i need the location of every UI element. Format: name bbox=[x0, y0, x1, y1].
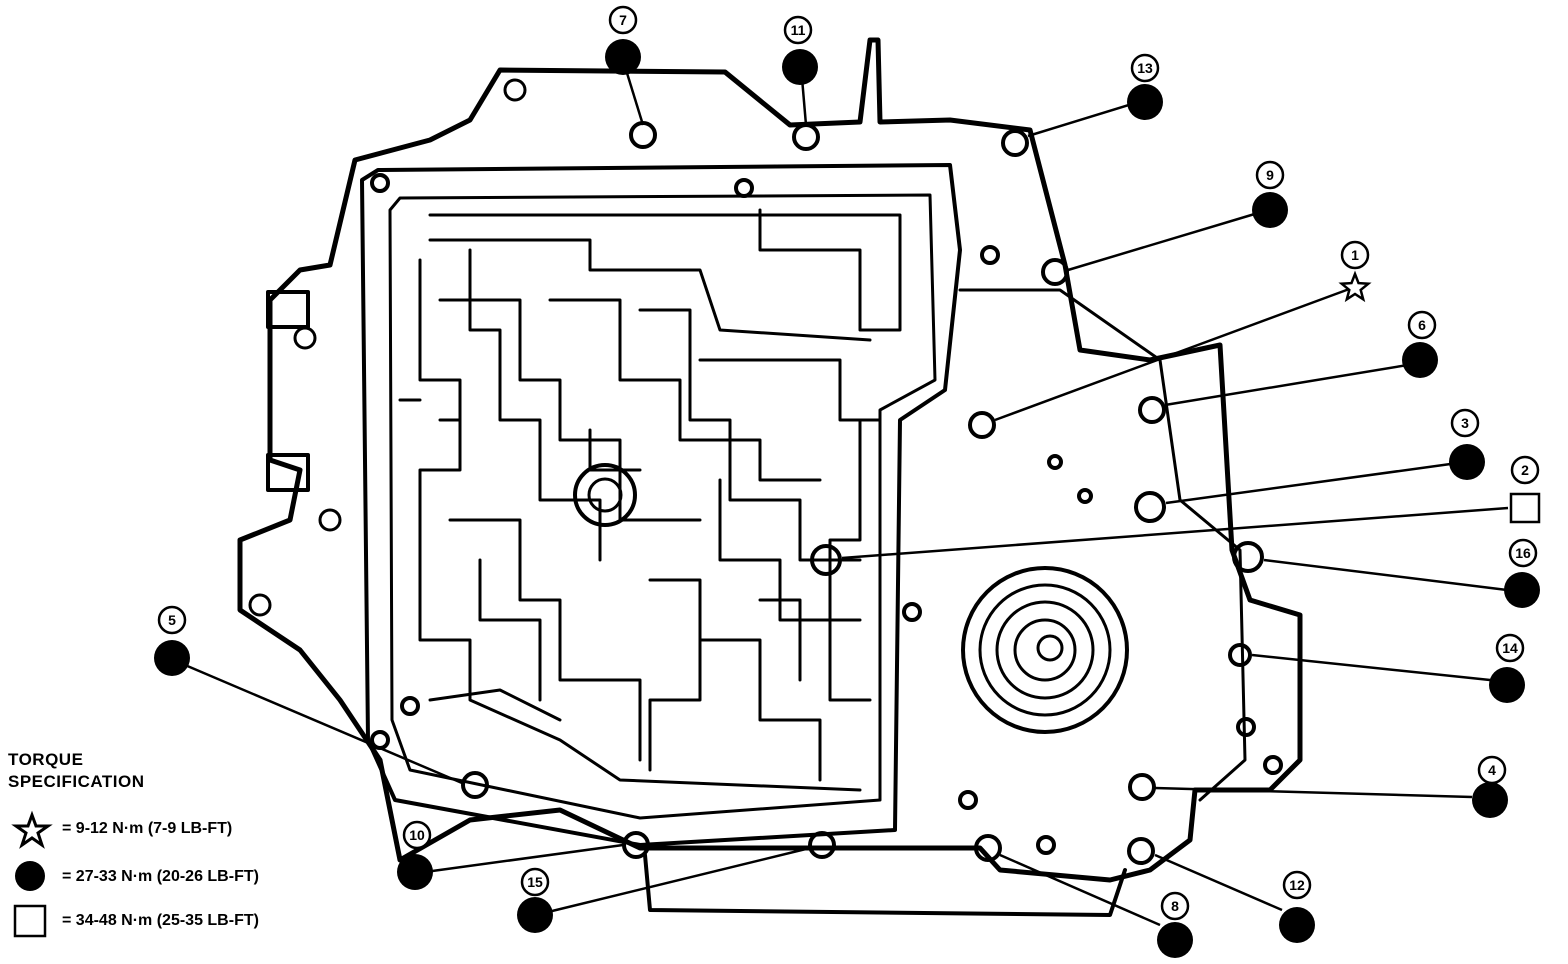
torque-dot-icon bbox=[1252, 192, 1288, 228]
callout-number-circle bbox=[520, 867, 550, 897]
filled-circle-icon bbox=[15, 861, 45, 891]
callout-number-circle bbox=[402, 820, 432, 850]
callout-7: 7 bbox=[605, 5, 641, 75]
torque-dot-icon bbox=[1504, 572, 1540, 608]
star-icon bbox=[11, 810, 53, 849]
callout-number: 13 bbox=[1137, 60, 1153, 76]
callout-number: 4 bbox=[1488, 762, 1496, 778]
callout-number: 7 bbox=[619, 12, 627, 28]
callout-10: 10 bbox=[397, 820, 433, 890]
callout-11: 11 bbox=[782, 15, 818, 85]
callout-number: 12 bbox=[1289, 877, 1305, 893]
callout-number: 3 bbox=[1461, 415, 1469, 431]
torque-dot-icon bbox=[1449, 444, 1485, 480]
legend-symbols bbox=[11, 810, 53, 938]
callout-number: 2 bbox=[1521, 462, 1529, 478]
callout-15: 15 bbox=[517, 867, 553, 933]
torque-square-icon bbox=[1509, 492, 1541, 524]
callout-number-circle bbox=[1508, 538, 1538, 568]
callout-number-circle bbox=[1510, 455, 1540, 485]
torque-dot-icon bbox=[605, 39, 641, 75]
torque-dot-icon bbox=[1127, 84, 1163, 120]
callout-6: 6 bbox=[1402, 310, 1438, 378]
callout-number-circle bbox=[1495, 633, 1525, 663]
torque-star-icon bbox=[1338, 270, 1372, 303]
legend-text: = 9-12 N·m (7-9 LB-FT) bbox=[62, 820, 233, 837]
callout-14: 14 bbox=[1489, 633, 1525, 703]
callout-number-circle bbox=[1340, 240, 1370, 270]
callout-2: 2 bbox=[1509, 455, 1541, 524]
torque-dot-icon bbox=[1279, 907, 1315, 943]
legend-text: = 34-48 N·m (25-35 LB-FT) bbox=[62, 912, 259, 929]
legend-row-square: = 34-48 N·m (25-35 LB-FT) bbox=[62, 912, 259, 930]
callout-number: 6 bbox=[1418, 317, 1426, 333]
legend-row-star: = 9-12 N·m (7-9 LB-FT) bbox=[62, 820, 232, 838]
callout-number: 5 bbox=[168, 612, 176, 628]
legend-row-circle: = 27-33 N·m (20-26 LB-FT) bbox=[62, 868, 259, 886]
callout-number-circle bbox=[1450, 408, 1480, 438]
callout-number-circle bbox=[1160, 891, 1190, 921]
callout-number: 16 bbox=[1515, 545, 1531, 561]
torque-dot-icon bbox=[154, 640, 190, 676]
callout-number-circle bbox=[1130, 53, 1160, 83]
callout-number-circle bbox=[608, 5, 638, 35]
callout-number: 11 bbox=[791, 22, 806, 38]
torque-dot-icon bbox=[1157, 922, 1193, 958]
callout-16: 16 bbox=[1504, 538, 1540, 608]
callout-number: 15 bbox=[527, 874, 543, 890]
callout-8: 8 bbox=[1157, 891, 1193, 958]
callout-number: 1 bbox=[1351, 247, 1359, 263]
legend-text: = 27-33 N·m (20-26 LB-FT) bbox=[62, 868, 259, 885]
callout-number: 9 bbox=[1266, 167, 1274, 183]
callout-1: 1 bbox=[1338, 240, 1372, 303]
torque-dot-icon bbox=[517, 897, 553, 933]
callout-number: 8 bbox=[1171, 898, 1179, 914]
legend-title-line1: TORQUE bbox=[8, 750, 84, 769]
callout-3: 3 bbox=[1449, 408, 1485, 480]
callout-5: 5 bbox=[154, 605, 190, 676]
torque-dot-icon bbox=[397, 854, 433, 890]
callout-number: 10 bbox=[409, 827, 425, 843]
gasket-flange bbox=[360, 163, 962, 847]
torque-dot-icon bbox=[782, 49, 818, 85]
callout-number-circle bbox=[1407, 310, 1437, 340]
case-outline bbox=[237, 37, 1303, 883]
torque-dot-icon bbox=[1472, 782, 1508, 818]
callout-4: 4 bbox=[1472, 755, 1508, 818]
open-square-icon bbox=[13, 904, 47, 938]
torque-dot-icon bbox=[1489, 667, 1525, 703]
callout-9: 9 bbox=[1252, 160, 1288, 228]
callout-number: 14 bbox=[1502, 640, 1518, 656]
callout-number-circle bbox=[157, 605, 187, 635]
callout-number-circle bbox=[783, 15, 813, 45]
legend-title-line2: SPECIFICATION bbox=[8, 772, 145, 791]
torque-dot-icon bbox=[1402, 342, 1438, 378]
callout-number-circle bbox=[1282, 870, 1312, 900]
callout-number-circle bbox=[1255, 160, 1285, 190]
callout-13: 13 bbox=[1127, 53, 1163, 120]
callout-12: 12 bbox=[1279, 870, 1315, 943]
